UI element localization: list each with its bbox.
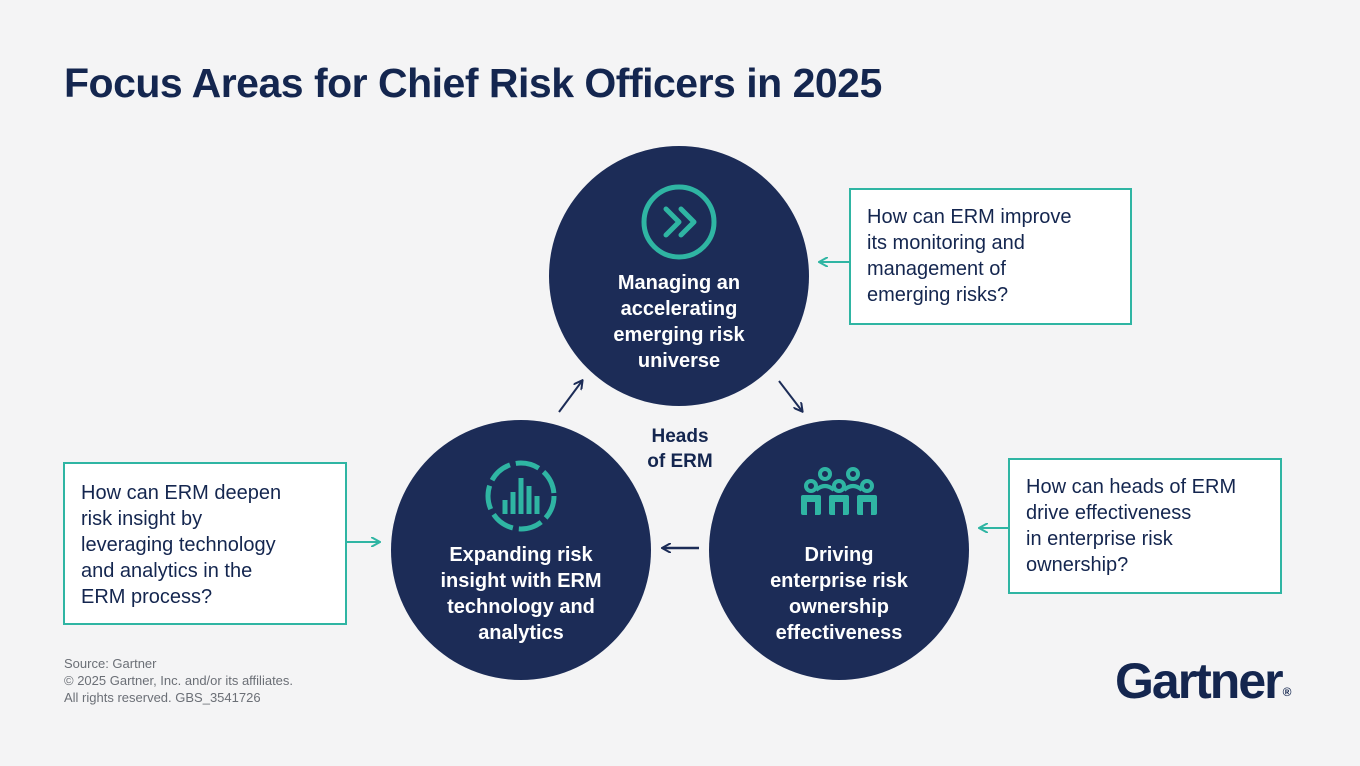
center-label: Heads of ERM xyxy=(647,426,713,472)
footer: Source: Gartner © 2025 Gartner, Inc. and… xyxy=(64,655,293,706)
cycle-arrow-left-to-top xyxy=(558,381,582,413)
question-box-technology-analytics: How can ERM deepen risk insight by lever… xyxy=(63,462,347,625)
focus-area-circle-technology-analytics: Expanding risk insight with ERM technolo… xyxy=(391,420,651,680)
focus-area-circle-emerging-risk: Managing an accelerating emerging risk u… xyxy=(549,146,809,406)
registered-mark: ® xyxy=(1282,685,1292,699)
double-chevron-right-icon xyxy=(639,182,719,267)
rights-note: All rights reserved. GBS_3541726 xyxy=(64,690,261,705)
question-box-emerging-risk: How can ERM improve its monitoring and m… xyxy=(849,188,1132,325)
people-group-icon xyxy=(798,466,880,523)
question-box-risk-ownership: How can heads of ERM drive effectiveness… xyxy=(1008,458,1282,594)
focus-area-label: Driving enterprise risk ownership effect… xyxy=(770,544,908,644)
focus-area-label: Managing an accelerating emerging risk u… xyxy=(613,272,745,372)
cycle-arrow-top-to-right xyxy=(778,380,802,411)
focus-area-circle-risk-ownership: Driving enterprise risk ownership effect… xyxy=(709,420,969,680)
logo-wordmark: Gartner xyxy=(1115,653,1284,709)
source-note: Source: Gartner xyxy=(64,656,157,671)
copyright-note: © 2025 Gartner, Inc. and/or its affiliat… xyxy=(64,673,294,688)
focus-area-label: Expanding risk insight with ERM technolo… xyxy=(440,544,602,644)
page-title: Focus Areas for Chief Risk Officers in 2… xyxy=(64,60,882,106)
gartner-logo: Gartner® xyxy=(1115,652,1291,710)
analytics-chart-icon xyxy=(481,456,561,541)
